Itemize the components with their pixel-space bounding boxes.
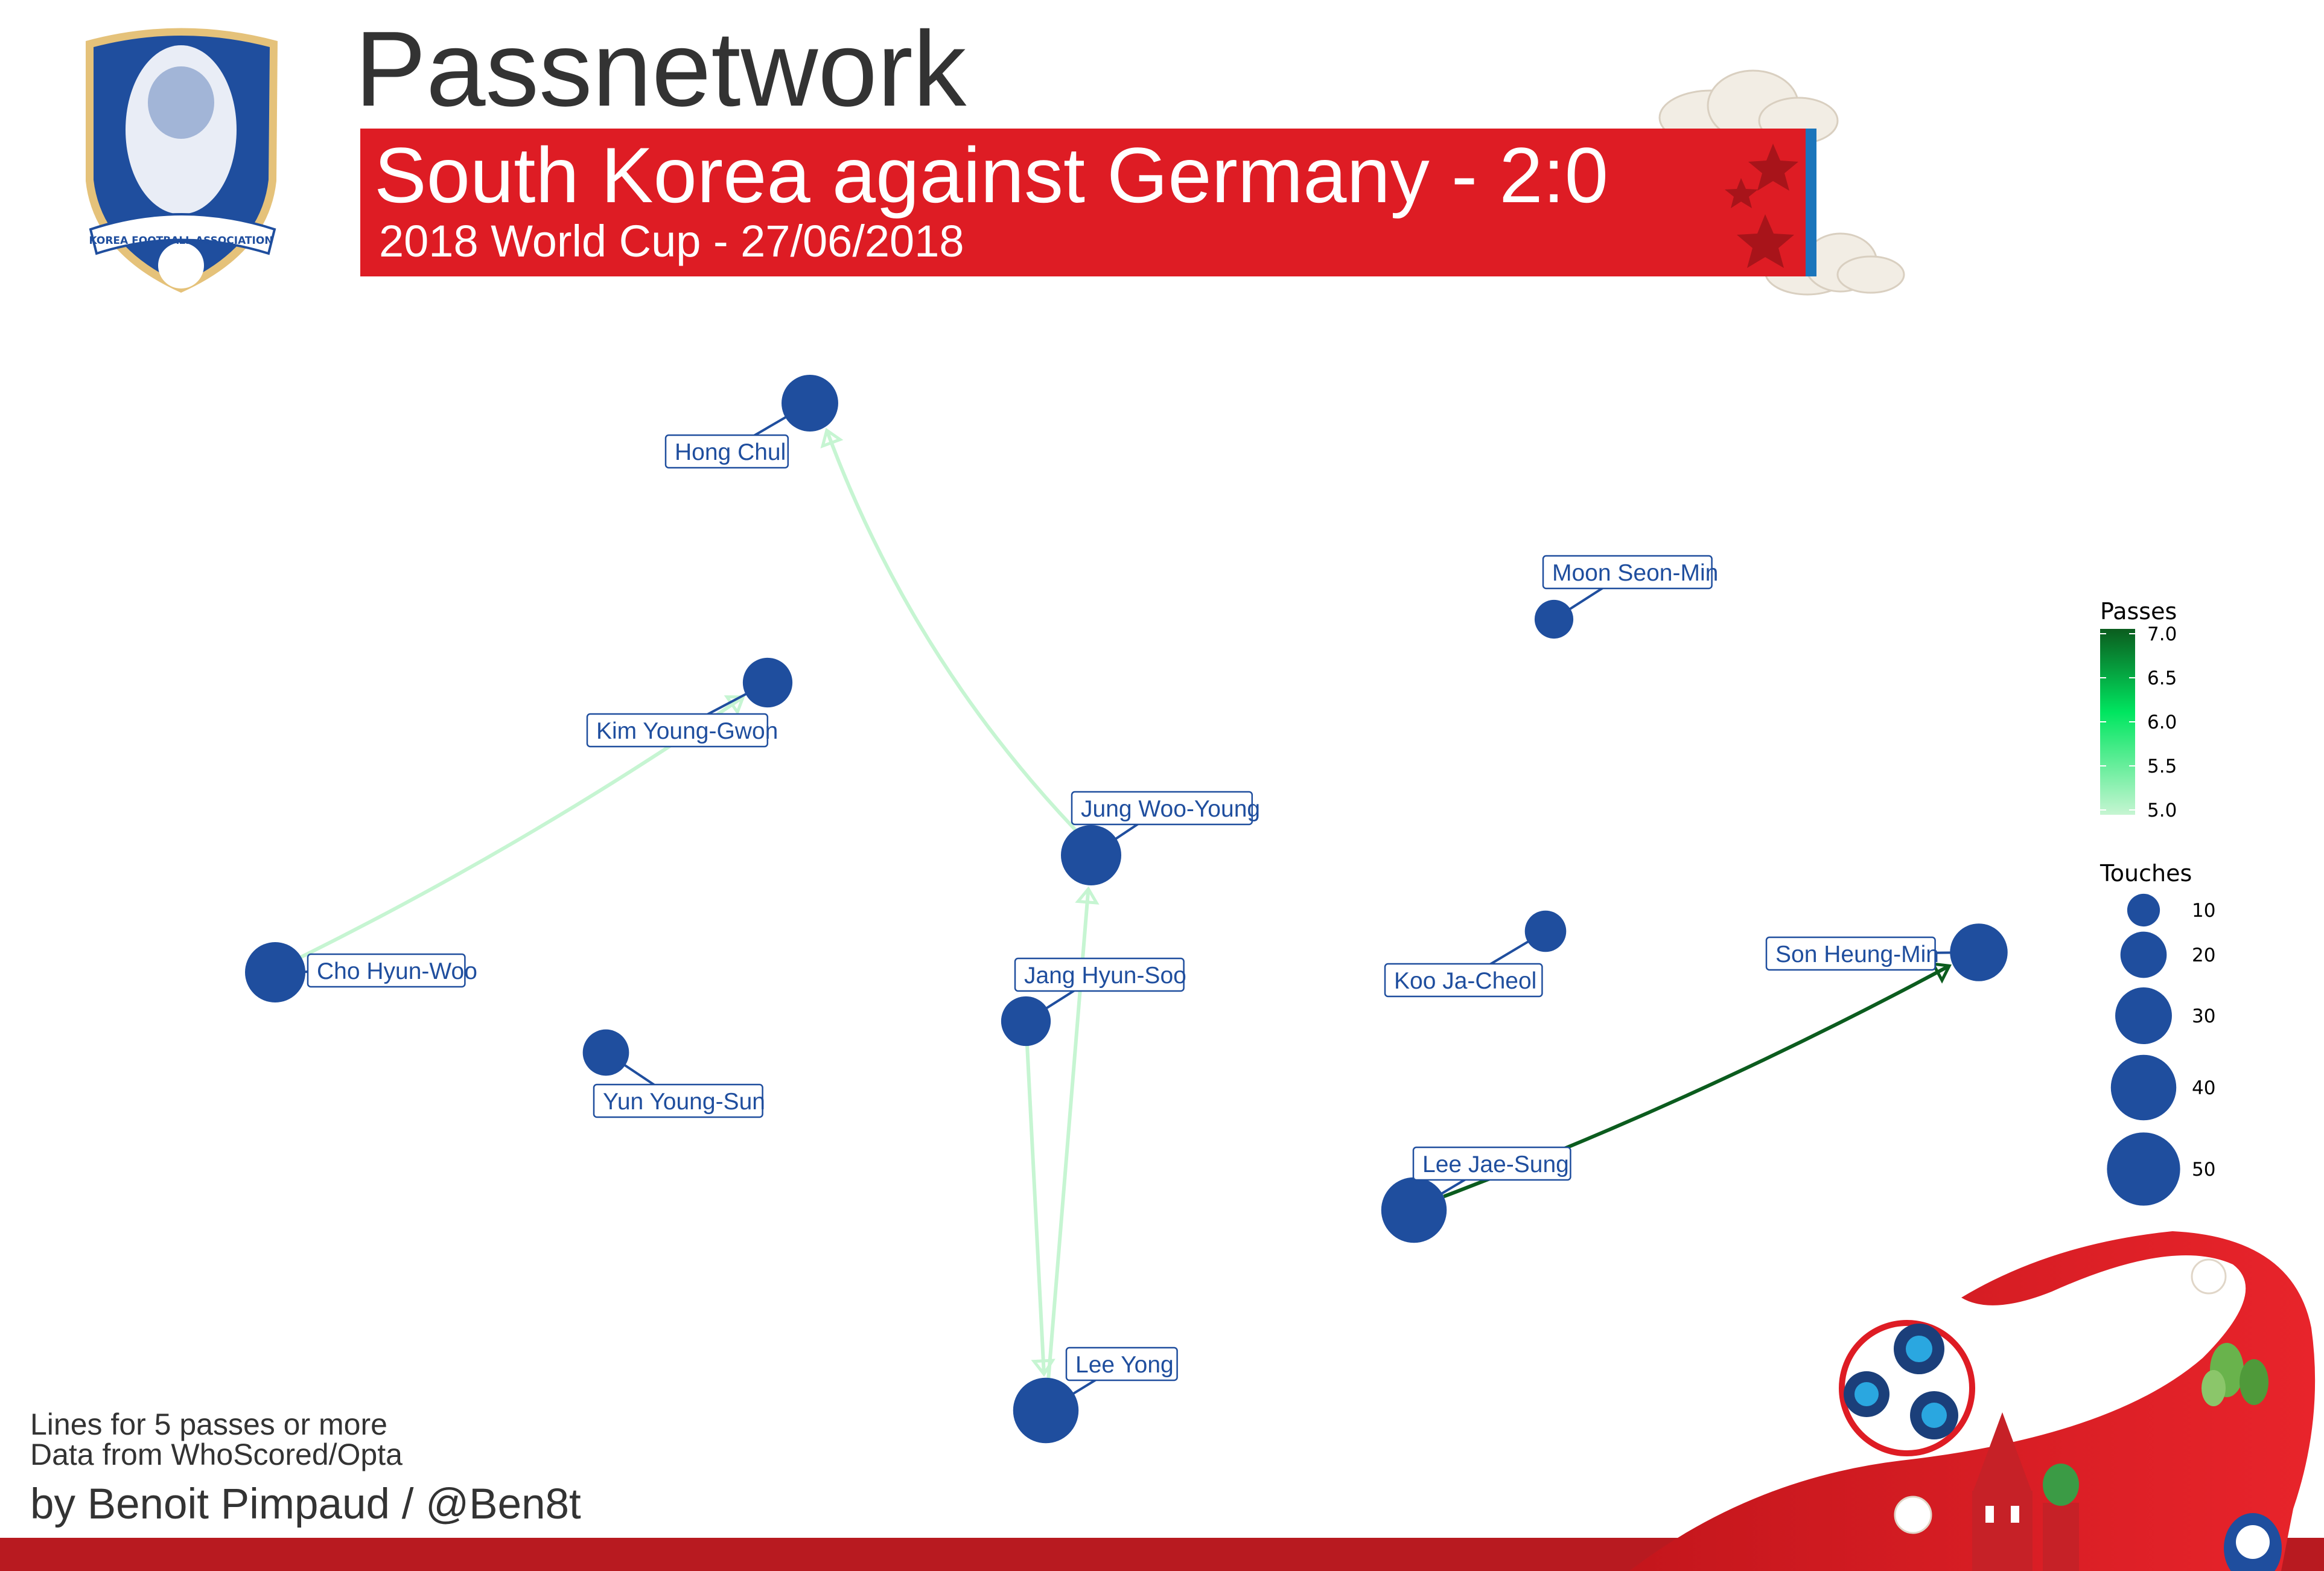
passes-tick-label: 6.5 <box>2147 668 2177 689</box>
player-label-box <box>1765 936 1936 971</box>
touches-tick-label: 50 <box>2192 1159 2215 1181</box>
player-label: Yun Young-Sun <box>603 1089 765 1115</box>
pass-edge <box>1025 1045 1055 1377</box>
player-label-box <box>1384 963 1543 998</box>
player-label: Cho Hyun-Woo <box>317 958 477 984</box>
player-label-box <box>593 1083 763 1118</box>
player-circle <box>742 657 793 708</box>
player-label: Hong Chul <box>675 439 786 465</box>
player-circle <box>1381 1177 1447 1243</box>
player-node-moon-seon-min: Moon Seon-Min <box>1534 555 1718 639</box>
player-node-kim-young-gwon: Kim Young-Gwon <box>586 657 793 748</box>
player-label: Son Heung-Min <box>1775 942 1939 967</box>
passes-tick-label: 7.0 <box>2147 623 2177 645</box>
player-circle <box>1013 1377 1079 1444</box>
player-circle <box>582 1029 629 1076</box>
passes-legend-title: Passes <box>2100 598 2177 625</box>
kremlin-tower-icon <box>1972 1412 2079 1571</box>
pass-line <box>825 429 1077 831</box>
author-credit: by Benoit Pimpaud / @Ben8t <box>30 1480 581 1528</box>
player-node-son-heung-min: Son Heung-Min <box>1765 923 2008 981</box>
player-node-hong-chul: Hong Chul <box>664 375 838 469</box>
player-circle <box>1534 599 1574 639</box>
player-label-box <box>1542 555 1713 590</box>
player-label: Kim Young-Gwon <box>596 718 778 744</box>
touches-legend-title: Touches <box>2100 860 2192 887</box>
kfa-crest-logo: KOREA FOOTBALL ASSOCIATION <box>86 28 278 293</box>
world-cup-decoration <box>1629 1231 2316 1571</box>
player-node-jang-hyun-soo: Jang Hyun-Soo <box>1001 957 1186 1047</box>
passes-tick-label: 5.5 <box>2147 756 2177 777</box>
player-node-lee-yong: Lee Yong <box>1013 1346 1178 1444</box>
touches-size-marker <box>2107 1132 2180 1206</box>
tree-icon <box>2201 1343 2268 1406</box>
player-label-box <box>664 434 789 469</box>
player-node-lee-jae-sung: Lee Jae-Sung <box>1381 1146 1571 1243</box>
player-node-jung-woo-young: Jung Woo-Young <box>1061 791 1260 885</box>
touches-tick-label: 30 <box>2192 1005 2215 1027</box>
player-circle <box>245 942 305 1002</box>
passes-tick-label: 6.0 <box>2147 712 2177 733</box>
note-data-source: Data from WhoScored/Opta <box>30 1438 403 1471</box>
player-circle <box>782 375 838 432</box>
player-circle <box>1524 910 1567 952</box>
player-label: Lee Yong <box>1075 1352 1174 1378</box>
title-banner: South Korea against Germany - 2:0 2018 W… <box>360 129 1816 276</box>
pass-arrowhead <box>724 695 745 716</box>
player-label: Lee Jae-Sung <box>1422 1152 1569 1177</box>
player-label-box <box>1071 791 1253 826</box>
player-node-yun-young-sun: Yun Young-Sun <box>582 1029 765 1118</box>
player-label-box <box>1014 957 1185 992</box>
pass-arrowhead <box>820 427 844 448</box>
player-label: Moon Seon-Min <box>1552 560 1718 586</box>
touches-size-marker <box>2110 1054 2177 1121</box>
crest-text: KOREA FOOTBALL ASSOCIATION <box>89 235 273 247</box>
touches-size-marker <box>2127 893 2160 927</box>
passes-tick-label: 5.0 <box>2147 800 2177 821</box>
player-circle <box>1001 996 1051 1047</box>
player-label-box <box>1412 1146 1571 1181</box>
touches-tick-label: 40 <box>2192 1077 2215 1099</box>
player-circle <box>1061 825 1121 885</box>
pass-edge <box>820 427 1077 831</box>
player-label: Koo Ja-Cheol <box>1394 968 1536 994</box>
player-label-box <box>307 953 466 988</box>
page-title: Passnetwork <box>355 9 967 129</box>
player-node-koo-ja-cheol: Koo Ja-Cheol <box>1384 910 1567 998</box>
banner-subtitle: 2018 World Cup - 27/06/2018 <box>379 216 964 266</box>
player-label-box <box>586 713 769 748</box>
pass-arrowhead <box>1075 886 1100 905</box>
pass-arrowhead <box>1930 962 1952 984</box>
player-label-box <box>1065 1346 1178 1381</box>
touches-tick-label: 20 <box>2192 945 2215 966</box>
banner-title: South Korea against Germany - 2:0 <box>374 131 1608 219</box>
touches-tick-label: 10 <box>2192 900 2215 922</box>
player-node-cho-hyun-woo: Cho Hyun-Woo <box>245 942 477 1002</box>
matryoshka-icon <box>2224 1513 2282 1571</box>
touches-size-marker <box>2115 987 2172 1044</box>
player-circle <box>1950 923 2008 981</box>
player-label: Jung Woo-Young <box>1081 796 1260 822</box>
snowflake-icon <box>1894 1258 2227 1534</box>
player-label: Jang Hyun-Soo <box>1024 963 1186 989</box>
legend: Passes 7.0 6.5 6.0 5.5 5.0 Touches 10 20 30 40 5… <box>2100 598 2215 1206</box>
touches-size-marker <box>2120 931 2167 978</box>
pass-line <box>1025 1045 1046 1375</box>
note-lines-threshold: Lines for 5 passes or more <box>30 1407 387 1441</box>
